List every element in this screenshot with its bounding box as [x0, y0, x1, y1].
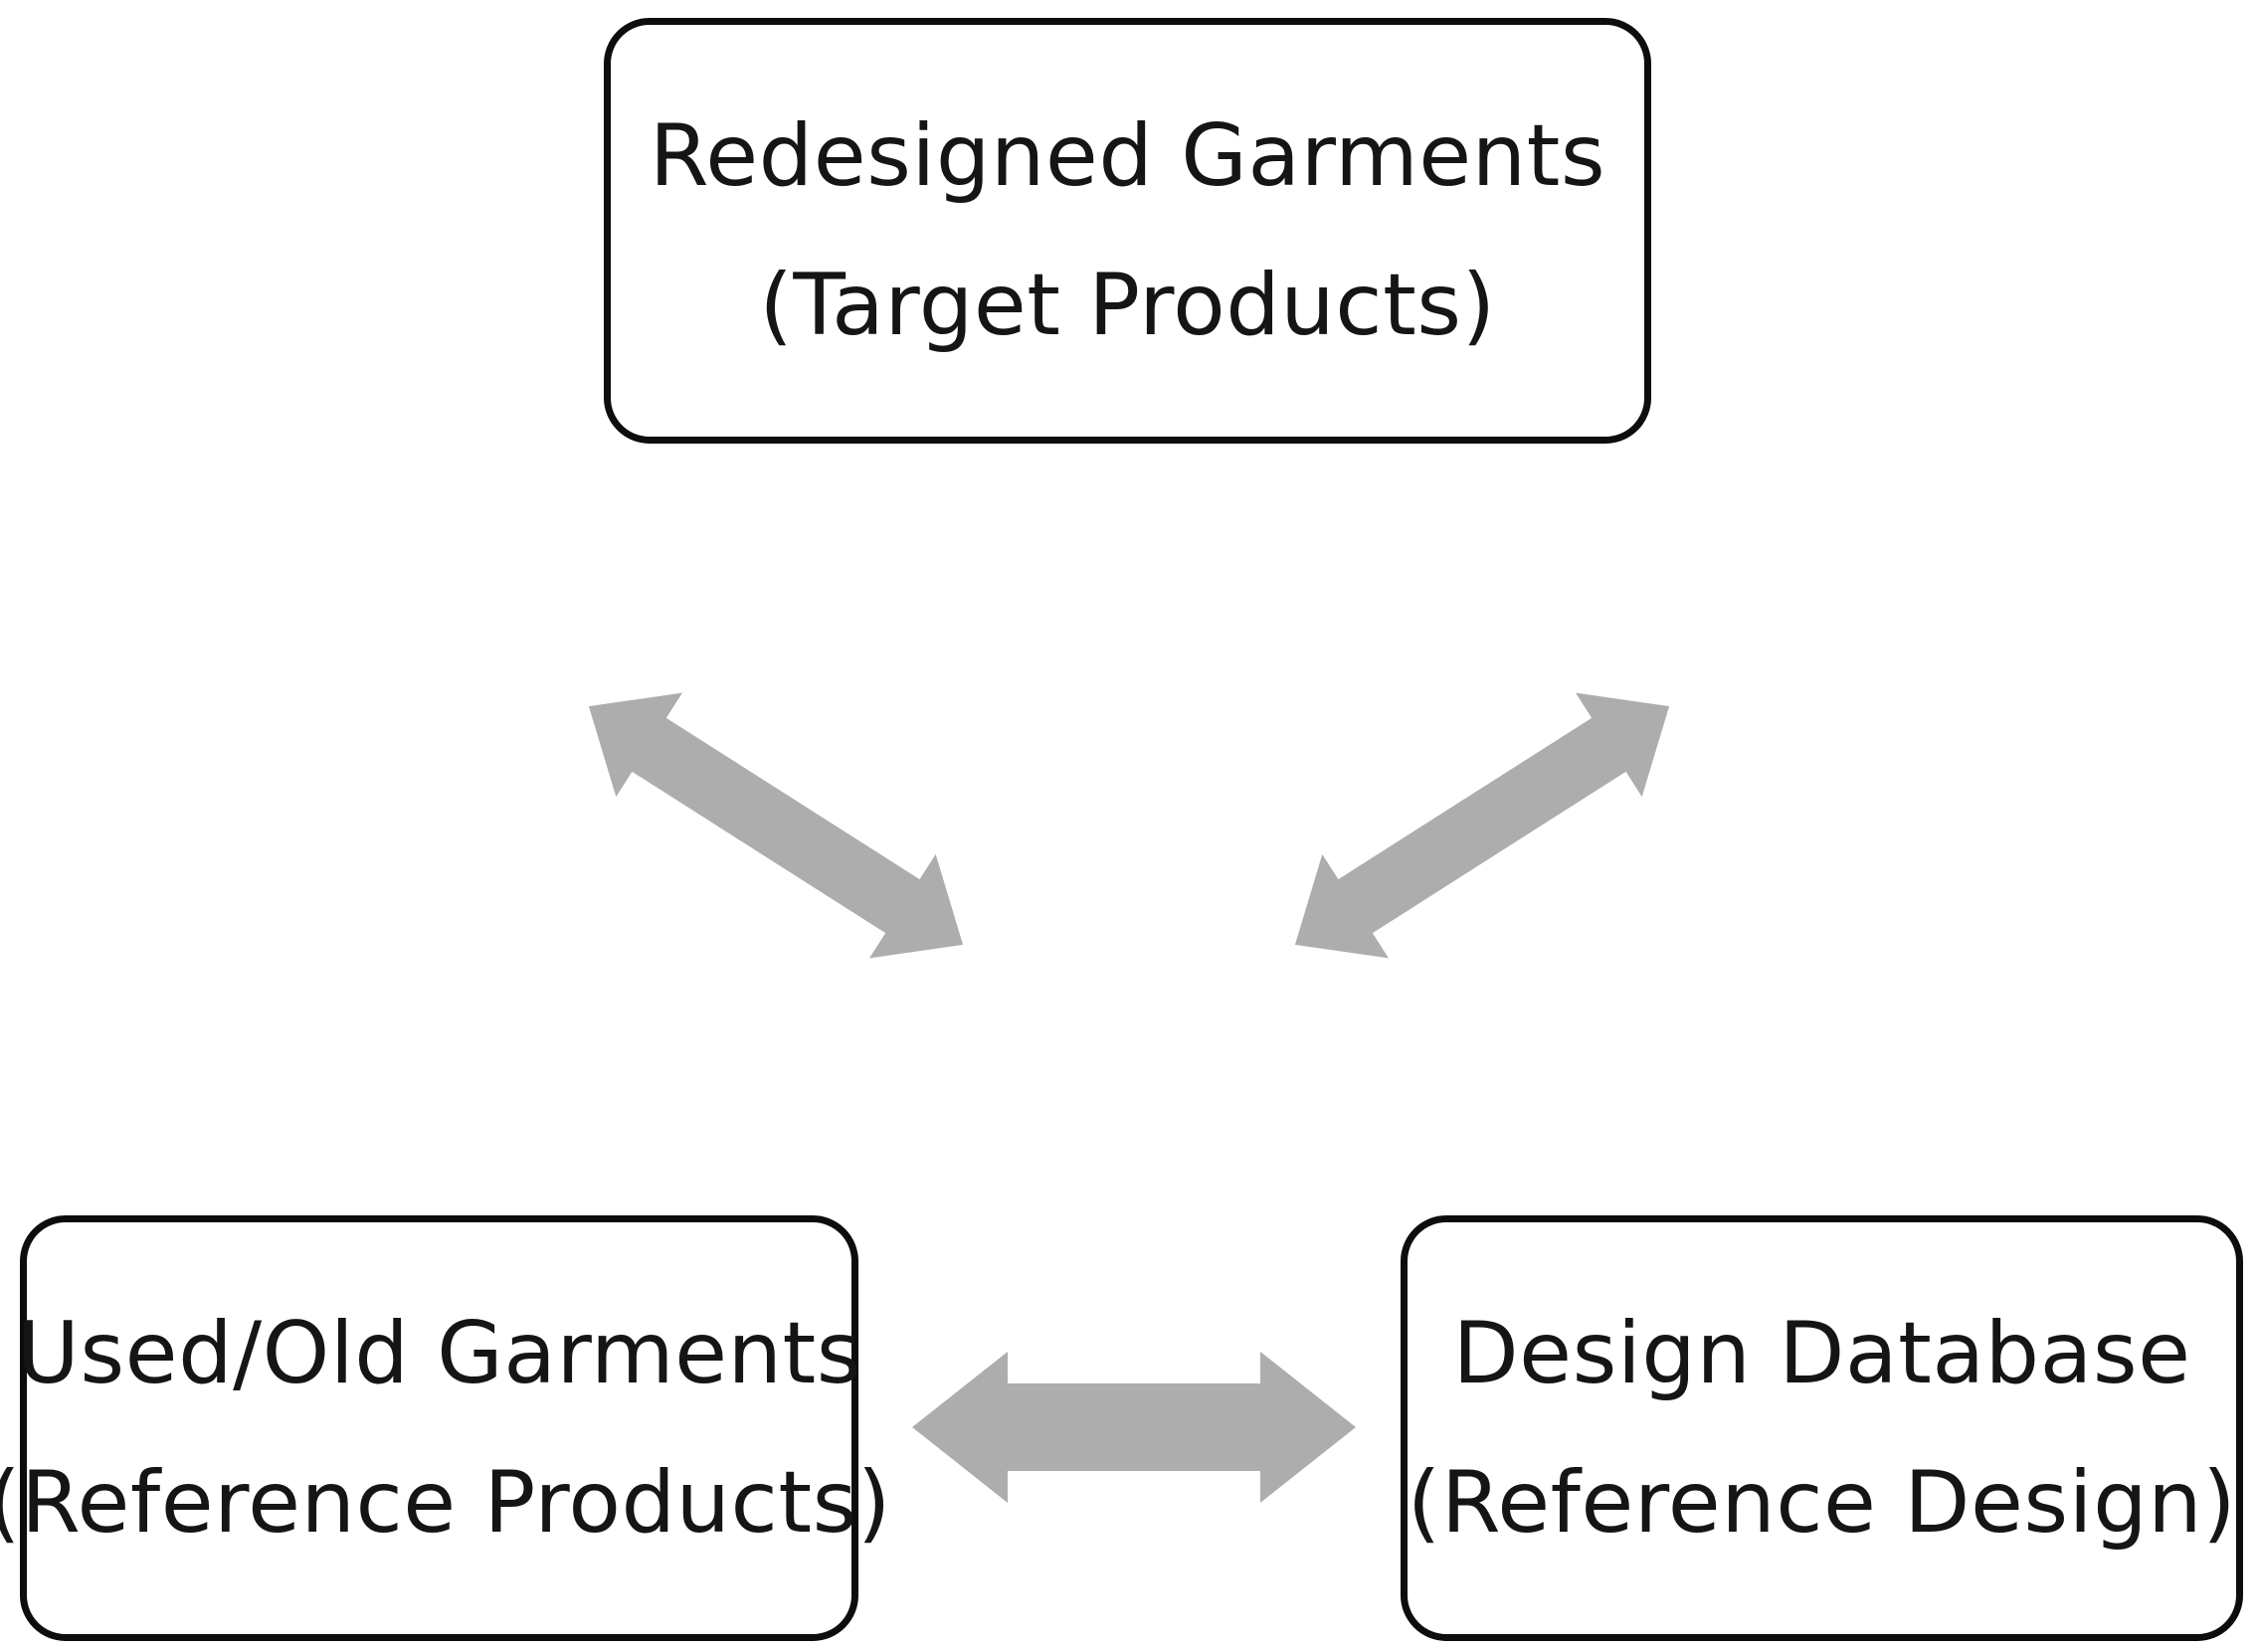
node-reference-products[interactable]: Used/Old Garments (Reference Products) — [0, 1215, 890, 1641]
connector-right-diagonal-double-arrow — [1294, 612, 1670, 1039]
node-target-products[interactable]: Redesigned Garments (Target Products) — [604, 18, 1651, 444]
node-reference-products-primary-label: Used/Old Garments — [16, 1304, 862, 1403]
left-diagonal-arrow-icon — [588, 692, 964, 959]
horizontal-arrow-icon — [912, 1352, 1356, 1503]
node-reference-design-primary-label: Design Database — [1452, 1304, 2191, 1403]
right-diagonal-arrow-icon — [1294, 692, 1670, 959]
node-target-products-secondary-label: (Target Products) — [759, 256, 1496, 355]
node-reference-products-secondary-label: (Reference Products) — [0, 1453, 891, 1553]
node-target-products-primary-label: Redesigned Garments — [649, 106, 1606, 206]
connector-bottom-horizontal-double-arrow — [900, 1338, 1368, 1517]
node-reference-design[interactable]: Design Database (Reference Design) — [1401, 1215, 2243, 1641]
node-reference-design-secondary-label: (Reference Design) — [1407, 1453, 2237, 1553]
connector-left-diagonal-double-arrow — [588, 612, 964, 1039]
